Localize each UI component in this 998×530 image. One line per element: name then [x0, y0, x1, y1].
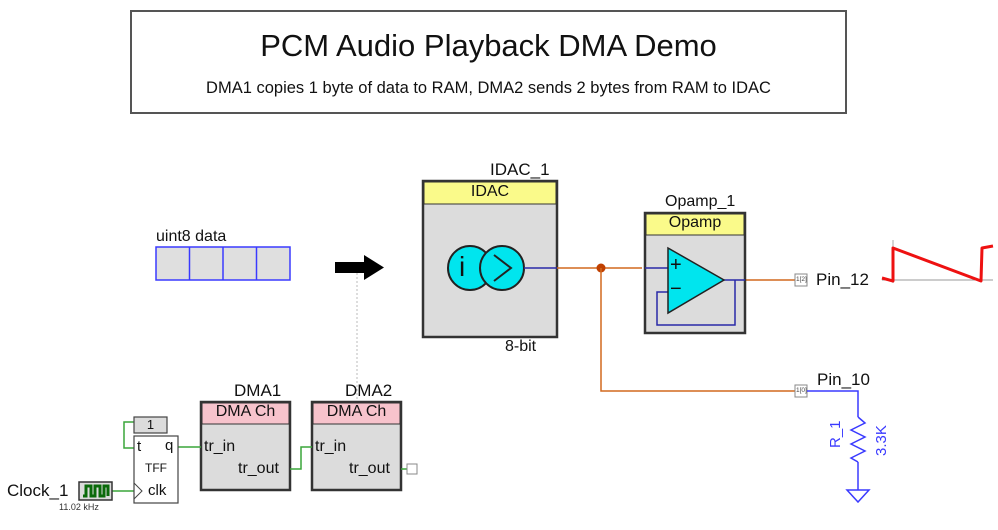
idac-component[interactable]: [421, 179, 559, 339]
tff-type-label: TFF: [145, 461, 167, 475]
dma2-tr-out-terminal: tr_out: [349, 460, 390, 477]
clock-component[interactable]: [78, 481, 113, 501]
idac-chevron-icon: [493, 254, 513, 282]
tff-q-terminal: q: [165, 437, 174, 454]
dma1-type-label: DMA Ch: [215, 403, 276, 420]
data-buffer-label: uint8 data: [156, 228, 227, 245]
dma2-tr-in-terminal: tr_in: [315, 438, 347, 455]
page-title: PCM Audio Playback DMA Demo: [260, 28, 717, 63]
dma2-type-label: DMA Ch: [326, 403, 387, 420]
pin12-name[interactable]: Pin_12: [816, 270, 869, 289]
resistor-zigzag-icon: [849, 416, 867, 463]
data-buffer[interactable]: [155, 246, 291, 281]
opamp-triangle-icon: [667, 246, 726, 315]
pin10-wire: [807, 390, 859, 417]
idac-header: [423, 181, 557, 205]
idac-type-label: IDAC: [470, 183, 510, 200]
opamp-header: [645, 213, 745, 236]
resistor-component[interactable]: [807, 390, 871, 504]
pin12-port-box[interactable]: [794, 273, 808, 287]
opamp-minus-icon: −: [670, 278, 682, 300]
digital-net: [112, 421, 407, 492]
resistor-name-label: R_1: [827, 420, 844, 448]
analog-net: [557, 263, 795, 392]
idac-current-icon: i: [459, 251, 466, 282]
dma2-terminator-box[interactable]: [406, 463, 418, 475]
dma1-header: [201, 402, 290, 425]
dma1-to-dma2-wire: [290, 446, 312, 470]
idac-circle-right: [479, 245, 525, 291]
resistor-value-label: 3.3K: [873, 425, 890, 456]
tff-component[interactable]: [133, 416, 179, 504]
logic-constant-box: [133, 416, 168, 434]
clock-frequency: 11.02 kHz: [59, 502, 99, 512]
const-to-tff-wire: [123, 421, 134, 449]
ground-icon: [845, 489, 871, 504]
sawtooth-waveform-icon: [881, 240, 994, 283]
idac-to-pin10-wire: [600, 268, 795, 392]
opamp-plus-icon: +: [670, 254, 682, 276]
clock-name[interactable]: Clock_1: [7, 481, 69, 500]
logic-constant-value: 1: [146, 417, 155, 432]
dma1-tr-in-terminal: tr_in: [204, 438, 236, 455]
dma1-instance-name: DMA1: [234, 381, 282, 400]
pin10-name[interactable]: Pin_10: [817, 370, 870, 389]
clock-square-wave-icon: [83, 484, 110, 498]
dma2-instance-name: DMA2: [345, 381, 393, 400]
dma1-tr-out-terminal: tr_out: [238, 460, 279, 477]
page-subtitle: DMA1 copies 1 byte of data to RAM, DMA2 …: [206, 79, 771, 97]
opamp-component[interactable]: [643, 211, 747, 335]
dma2-header: [312, 402, 401, 425]
opamp-type-label: Opamp: [668, 214, 722, 231]
data-flow-arrow-icon: [335, 255, 384, 280]
clock-edge-icon: [133, 482, 143, 500]
pin12-port-label: 1[2]: [796, 276, 807, 283]
title-block: PCM Audio Playback DMA Demo DMA1 copies …: [130, 10, 847, 114]
dma1-component[interactable]: [199, 400, 292, 492]
dma2-component[interactable]: [310, 400, 403, 492]
tff-clk-terminal: clk: [148, 482, 167, 499]
tff-t-terminal: t: [137, 438, 142, 455]
idac-resolution-label: 8-bit: [505, 338, 537, 355]
pin10-port-label: 1[0]: [796, 387, 807, 394]
waveform-trace: [881, 244, 994, 283]
opamp-feedback-wire: [656, 280, 736, 326]
opamp-instance-name: Opamp_1: [665, 193, 736, 210]
idac-instance-name: IDAC_1: [490, 160, 550, 179]
